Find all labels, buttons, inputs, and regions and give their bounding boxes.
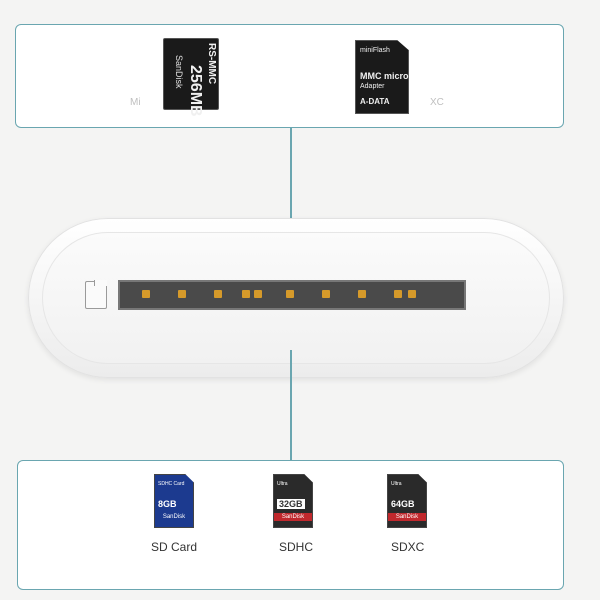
sdhc-card-image: Ultra 32GB SanDisk <box>273 474 313 528</box>
mmc-brand-text: A-DATA <box>360 97 390 106</box>
faint-label-left: Mi <box>130 97 141 108</box>
sd-card-image: SDHC Card 8GB SanDisk <box>154 474 194 528</box>
mmc-line1-text: MMC micro <box>360 71 409 81</box>
sd-card-capacity: 8GB <box>158 499 177 509</box>
faint-label-right: XC <box>430 97 444 108</box>
contact-pin <box>286 290 294 298</box>
contact-pin <box>254 290 262 298</box>
rs-mmc-brand-text: SanDisk <box>174 55 184 89</box>
sdhc-card-capacity: 32GB <box>277 499 305 509</box>
card-slot <box>118 280 466 310</box>
sdxc-card-capacity: 64GB <box>391 499 415 509</box>
sd-card-outline-icon <box>85 280 107 309</box>
sd-card-label: SD Card <box>151 540 198 554</box>
bottom-connector-line <box>290 350 292 460</box>
sdhc-card-brand: SanDisk <box>274 513 312 521</box>
contact-pin <box>214 290 222 298</box>
sdhc-card-title: Ultra <box>277 481 288 487</box>
top-card-panel <box>15 24 564 128</box>
sd-card-title: SDHC Card <box>158 481 185 487</box>
sdxc-label: SDXC <box>391 540 425 554</box>
mmc-logo-text: miniFlash <box>360 47 390 54</box>
rs-mmc-card-image: RS-MMC 256MB SanDisk <box>163 38 219 117</box>
sd-card-brand: SanDisk <box>162 514 186 520</box>
sdxc-card-brand: SanDisk <box>388 513 426 521</box>
contact-pin <box>142 290 150 298</box>
contact-pin <box>394 290 402 298</box>
sdhc-label: SDHC <box>279 540 314 554</box>
contact-pin <box>358 290 366 298</box>
contact-pin <box>242 290 250 298</box>
contact-pin <box>178 290 186 298</box>
contact-pin <box>322 290 330 298</box>
rs-mmc-capacity-text: 256MB <box>187 65 204 117</box>
mmc-micro-adapter-image: miniFlash MMC micro Adapter A-DATA <box>355 40 409 114</box>
rs-mmc-type-text: RS-MMC <box>206 43 217 85</box>
sdxc-card-image: Ultra 64GB SanDisk <box>387 474 427 528</box>
top-connector-line <box>290 128 292 238</box>
sdxc-card-title: Ultra <box>391 481 402 487</box>
mmc-line2-text: Adapter <box>360 83 385 90</box>
contact-pin <box>408 290 416 298</box>
